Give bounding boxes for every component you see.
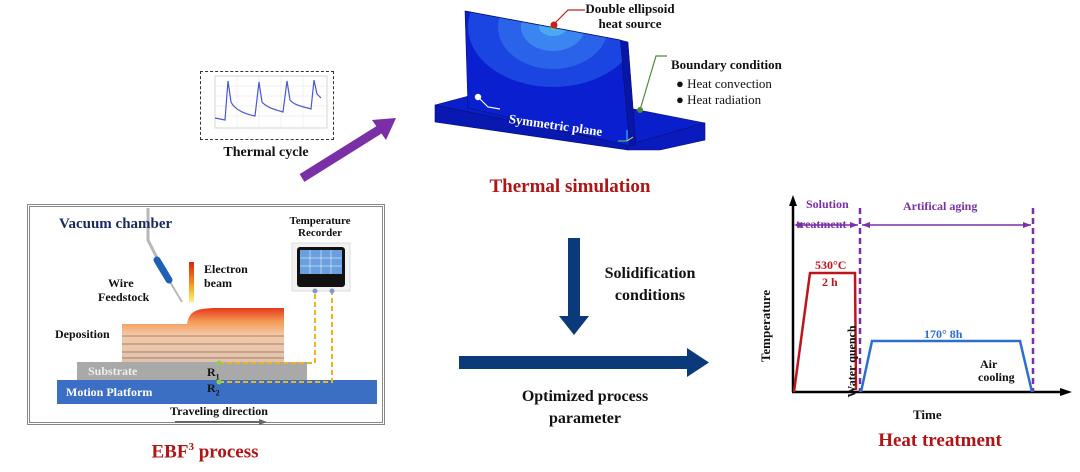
wire-label-line1: Wire [108, 276, 134, 290]
solidification-line1: Solidification [604, 265, 696, 282]
sensor-r1 [216, 360, 222, 366]
solidification-label: Solidification conditions [590, 263, 710, 307]
svg-text:.: . [265, 130, 266, 134]
heat-source-label: Double ellipsoid heat source [580, 1, 680, 31]
motion-platform [57, 380, 377, 404]
deposition-layers [122, 308, 284, 362]
svg-text:.: . [243, 130, 244, 134]
wire-guide [146, 208, 161, 263]
thermal-cycle-curve [214, 79, 322, 121]
vacuum-chamber-label: Vacuum chamber [59, 216, 173, 232]
thermal-cycle-caption: Thermal cycle [223, 145, 309, 160]
thermal-simulation-model [434, 9, 706, 151]
heat-source-marker [550, 21, 558, 29]
recorder-label-line2: Recorder [298, 227, 342, 239]
thermocouple-wire-r2 [219, 292, 333, 383]
wire-label-line2: Feedstock [98, 290, 150, 304]
ebf3-panel [27, 204, 385, 425]
y-axis-label: Temperature [758, 289, 774, 363]
ebf3-process-title: EBF3 process [151, 441, 259, 463]
boundary-marker [637, 107, 643, 113]
solidification-arrow [559, 238, 589, 335]
aging-span-arrow [862, 222, 1031, 228]
wire-nozzle [153, 256, 173, 284]
recorder-label-line1: Temperature [289, 215, 351, 227]
solution-treatment-label: Solution treatment [796, 196, 849, 232]
boundary-condition-list: ● Heat convection ● Heat radiation [676, 76, 772, 108]
heat-treatment-chart [789, 195, 1072, 396]
heat-source-label-line1: Double ellipsoid [585, 1, 675, 16]
arrow-to-simulation [299, 118, 396, 182]
thermal-cycle-panel: .... [200, 71, 334, 140]
solution-temp-label: 530°C [815, 258, 847, 272]
thermal-simulation-title: Thermal simulation [489, 176, 651, 197]
r1-label: R1 [207, 365, 220, 382]
solution-time-label: 2 h [822, 275, 838, 289]
thermocouple-wire-r1 [219, 292, 316, 364]
optimized-parameter-label: Optimized process parameter [500, 386, 670, 430]
motion-platform-label: Motion Platform [66, 385, 153, 399]
heat-source-label-line2: heat source [598, 16, 662, 31]
svg-text:.: . [287, 130, 288, 134]
water-quench-label: Water quench [844, 325, 859, 398]
optimized-line1: Optimized process [521, 388, 649, 405]
optimized-parameter-arrow [459, 348, 709, 377]
substrate [77, 362, 307, 380]
bullet-icon: ● [676, 92, 684, 107]
boundary-condition-title: Boundary condition [671, 57, 782, 72]
solution-line2: treatment [796, 217, 847, 231]
boundary-item: ● Heat convection [676, 76, 772, 91]
bullet-icon: ● [676, 76, 684, 91]
r2-label: R2 [207, 381, 220, 398]
solution-span-arrow [794, 222, 858, 228]
temperature-recorder-device [291, 242, 351, 292]
thermal-cycle-plot: .... [214, 75, 328, 134]
aging-curve [859, 339, 1034, 393]
sensor-r2 [216, 379, 222, 385]
ebf3-schematic [57, 208, 377, 425]
electron-label-line2: beam [204, 276, 232, 290]
x-axis-label: Time [913, 407, 942, 422]
svg-text:.: . [221, 130, 222, 134]
air-line2: cooling [978, 370, 1015, 384]
solution-line1: Solution [806, 197, 849, 211]
solution-treatment-curve [792, 271, 858, 393]
solidification-line2: conditions [614, 287, 686, 304]
electron-beam [189, 262, 194, 302]
artificial-aging-label: Artifical aging [903, 199, 978, 213]
boundary-item: ● Heat radiation [676, 92, 762, 107]
symmetric-plane-marker [474, 93, 482, 101]
deposition-label: Deposition [55, 327, 110, 341]
aging-temp-time-label: 170° 8h [924, 327, 963, 341]
heat-treatment-title: Heat treatment [878, 430, 1002, 451]
electron-label-line1: Electron [204, 262, 248, 276]
air-cooling-label: Air cooling [978, 358, 1015, 384]
air-line1: Air [980, 357, 998, 371]
axis-triad-icon [618, 130, 634, 142]
traveling-direction-label: Traveling direction [170, 404, 268, 418]
optimized-line2: parameter [549, 410, 621, 427]
temperature-recorder-label: Temperature Recorder [280, 215, 360, 239]
wire-feedstock-label: Wire Feedstock [98, 276, 149, 304]
substrate-label: Substrate [88, 364, 138, 378]
electron-beam-label: Electron beam [204, 262, 248, 290]
